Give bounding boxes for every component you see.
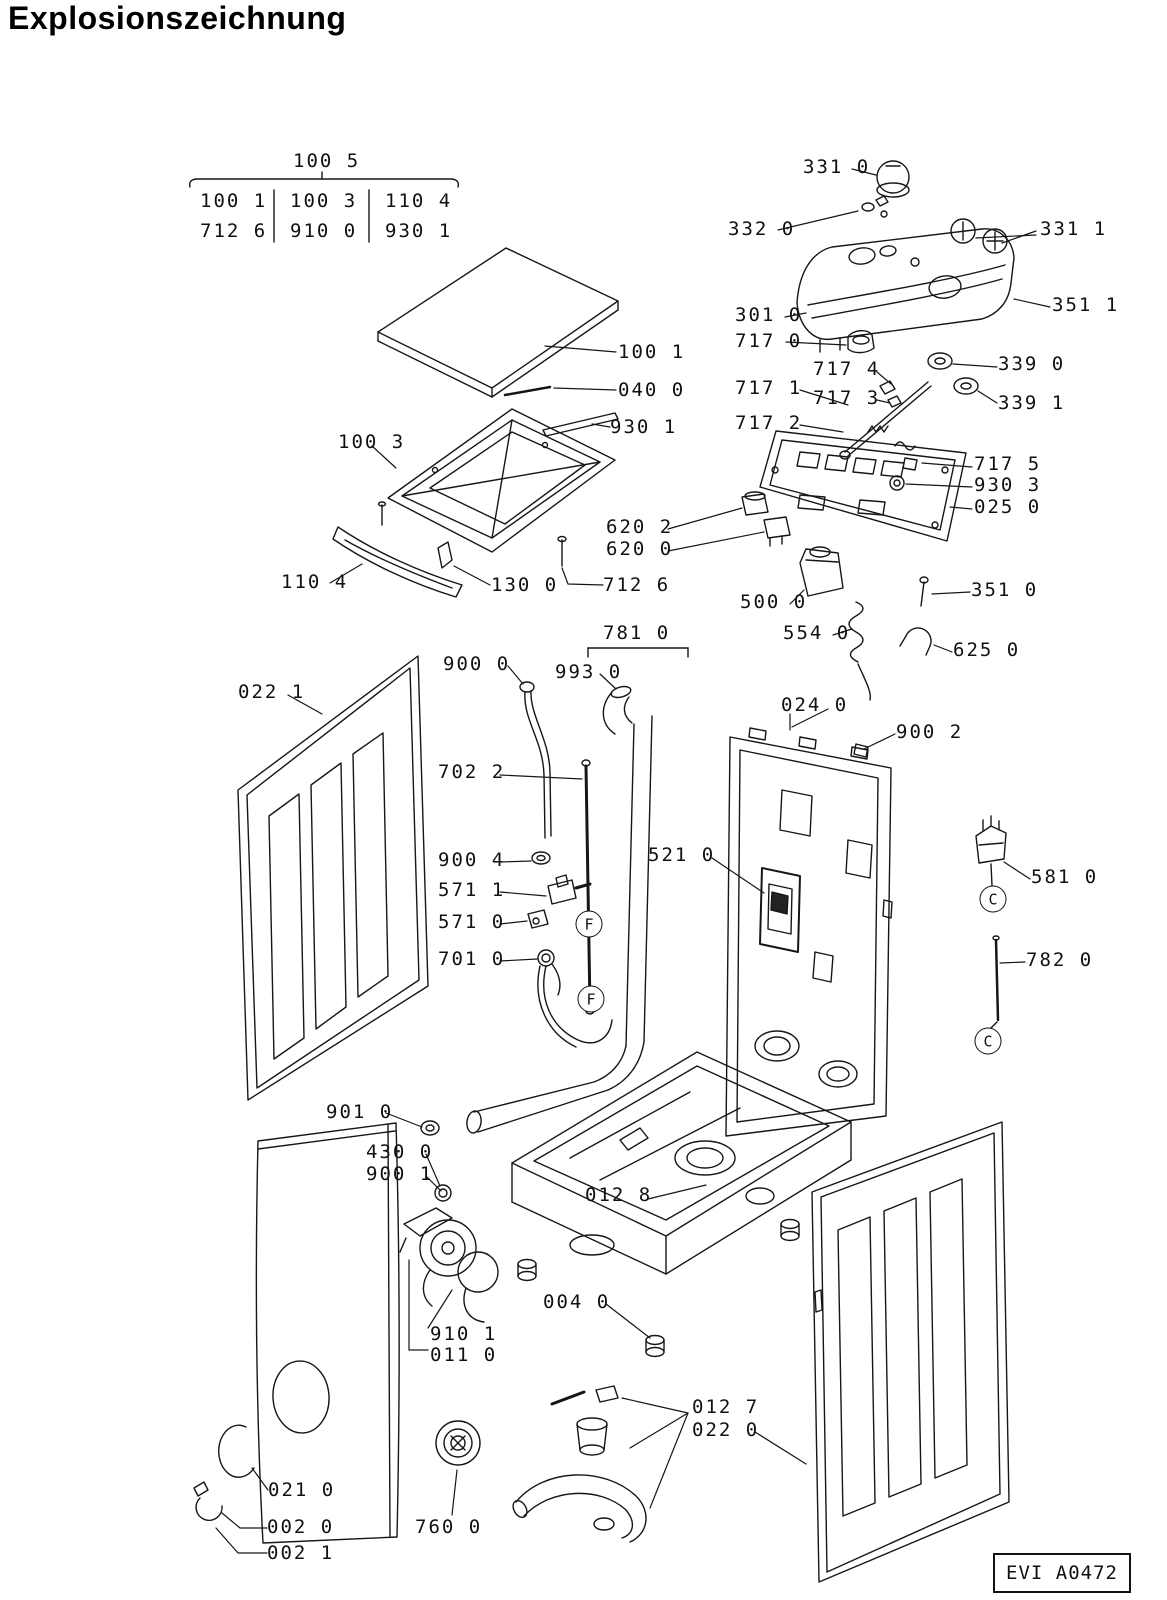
page-title: Explosionszeichnung xyxy=(8,0,347,36)
part-label: 717 1 xyxy=(735,377,803,399)
pump-drawing xyxy=(399,1120,499,1323)
part-label: 620 2 xyxy=(606,516,674,538)
part-label: 351 1 xyxy=(1052,294,1120,316)
circle-marker-c: C xyxy=(979,885,1007,913)
part-label: 100 3 xyxy=(290,190,358,212)
part-label: 625 0 xyxy=(953,639,1021,661)
bottom-parts-drawing xyxy=(435,1385,647,1543)
front-panel-drawing xyxy=(193,1122,400,1544)
part-label: 781 0 xyxy=(603,622,671,644)
part-label: 500 0 xyxy=(740,591,808,613)
top-frame-drawing xyxy=(377,385,619,569)
part-label: 002 1 xyxy=(267,1542,335,1564)
part-label: 012 7 xyxy=(692,1396,760,1418)
part-label: 901 0 xyxy=(326,1101,394,1123)
part-label: 717 5 xyxy=(974,453,1042,475)
part-label: 712 6 xyxy=(200,220,268,242)
feet-drawing xyxy=(517,1218,800,1358)
part-label: 339 1 xyxy=(998,392,1066,414)
doc-code: EVI A0472 xyxy=(1006,1562,1118,1584)
part-label: 581 0 xyxy=(1031,866,1099,888)
part-label: 332 0 xyxy=(728,218,796,240)
part-label: 717 4 xyxy=(813,358,881,380)
right-panel-drawing xyxy=(811,1121,1010,1583)
doc-code-box: EVI A0472 xyxy=(993,1553,1131,1593)
part-label: 100 1 xyxy=(618,341,686,363)
part-label: 025 0 xyxy=(974,496,1042,518)
part-label: 900 4 xyxy=(438,849,506,871)
part-label: 021 0 xyxy=(268,1479,336,1501)
knobs-drawing xyxy=(847,160,1008,354)
part-label: 011 0 xyxy=(430,1344,498,1366)
part-label: 331 0 xyxy=(803,156,871,178)
part-label: 521 0 xyxy=(648,844,716,866)
part-label: 331 1 xyxy=(1040,218,1108,240)
base-drawing xyxy=(511,1051,852,1275)
part-label: 717 2 xyxy=(735,412,803,434)
part-label: 910 0 xyxy=(290,220,358,242)
part-label: 022 0 xyxy=(692,1419,760,1441)
circle-marker-f: F xyxy=(577,985,605,1013)
part-label: 130 0 xyxy=(491,574,559,596)
hoses-drawing xyxy=(466,681,653,1134)
legend-brace xyxy=(188,171,460,243)
part-label: 002 0 xyxy=(267,1516,335,1538)
part-label: 900 1 xyxy=(366,1163,434,1185)
leader-lines xyxy=(215,168,1051,1554)
part-label: 100 3 xyxy=(338,431,406,453)
lid-drawing xyxy=(377,247,619,398)
part-label: 717 3 xyxy=(813,387,881,409)
part-label: 110 4 xyxy=(385,190,453,212)
part-label: 351 0 xyxy=(971,579,1039,601)
part-label: 024 0 xyxy=(781,694,849,716)
part-label: 339 0 xyxy=(998,353,1066,375)
part-label: 012 8 xyxy=(585,1184,653,1206)
part-label: 110 4 xyxy=(281,571,349,593)
plug-drawing xyxy=(975,815,1007,1030)
part-label: 782 0 xyxy=(1026,949,1094,971)
part-label: 571 1 xyxy=(438,879,506,901)
part-label: 571 0 xyxy=(438,911,506,933)
part-label: 701 0 xyxy=(438,948,506,970)
part-label: 702 2 xyxy=(438,761,506,783)
part-label: 993 0 xyxy=(555,661,623,683)
part-label: 900 2 xyxy=(896,721,964,743)
part-label: 930 3 xyxy=(974,474,1042,496)
control-panel-drawing xyxy=(796,228,1015,353)
part-label: 900 0 xyxy=(443,653,511,675)
part-label: 004 0 xyxy=(543,1291,611,1313)
part-label: 430 0 xyxy=(366,1141,434,1163)
part-label: 554 0 xyxy=(783,622,851,644)
part-label: 760 0 xyxy=(415,1516,483,1538)
part-label: 040 0 xyxy=(618,379,686,401)
circle-marker-f: F xyxy=(575,910,603,938)
board-drawing xyxy=(759,430,967,542)
part-label: 717 0 xyxy=(735,330,803,352)
part-label: 301 0 xyxy=(735,304,803,326)
part-label: 022 1 xyxy=(238,681,306,703)
part-label: 930 1 xyxy=(610,416,678,438)
part-label: 100 5 xyxy=(293,150,361,172)
left-panel-drawing xyxy=(237,655,429,1101)
part-label: 712 6 xyxy=(603,574,671,596)
trim-drawing xyxy=(332,526,463,598)
part-label: 910 1 xyxy=(430,1323,498,1345)
rear-panel-drawing xyxy=(725,727,893,1137)
part-label: 620 0 xyxy=(606,538,674,560)
circle-marker-c: C xyxy=(974,1027,1002,1055)
dim-bracket xyxy=(587,647,689,658)
part-label: 930 1 xyxy=(385,220,453,242)
part-label: 100 1 xyxy=(200,190,268,212)
hinge-rod-drawing xyxy=(839,352,979,460)
small-parts-drawing xyxy=(741,491,932,701)
